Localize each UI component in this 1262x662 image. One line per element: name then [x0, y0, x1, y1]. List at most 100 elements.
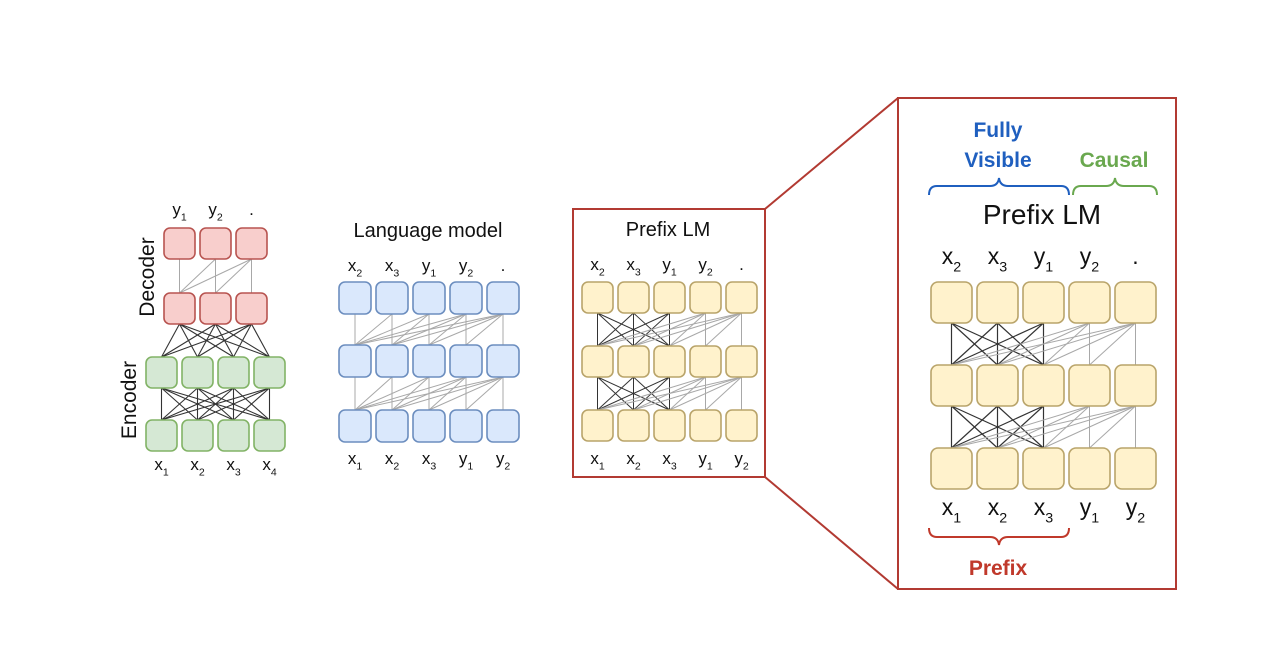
encoder-edge	[197, 387, 270, 421]
prefix-large-top-cell-4	[1068, 281, 1111, 324]
encoder-edge	[161, 387, 198, 421]
prefix-small-bottom-cell-5	[725, 409, 758, 442]
lm-bottom-cell-3	[412, 409, 446, 443]
encoder-input-label-3: x3	[226, 455, 241, 478]
lm-output-label-1: x2	[348, 256, 363, 279]
prefix-small-edge-upper	[597, 312, 742, 347]
encoder-top-cell-2	[181, 356, 214, 389]
prefix-small-input-label-5: y2	[734, 449, 749, 472]
prefix-large-bottom-cell-3	[1022, 447, 1065, 490]
prefix-lm-large-title: Prefix LM	[983, 199, 1101, 230]
prefix-small-middle-cell-5	[725, 345, 758, 378]
decoder-top-cell-2	[199, 227, 232, 260]
prefix-large-bottom-cell-1	[930, 447, 973, 490]
encoder-input-label-2: x2	[190, 455, 205, 478]
prefix-small-edge-lower	[597, 376, 670, 411]
prefix-small-top-cell-1	[581, 281, 614, 314]
prefix-large-edge-lower	[951, 405, 1136, 449]
decoder-top-cell-3	[235, 227, 268, 260]
lm-edge-upper	[354, 313, 393, 346]
prefix-large-edge-upper	[1043, 322, 1136, 366]
encoder-input-label-1: x1	[154, 455, 169, 478]
lm-edge-lower	[465, 376, 504, 411]
prefix-small-edge-lower	[597, 376, 742, 411]
prefix-large-middle-cell-1	[930, 364, 973, 407]
lm-input-label-1: x1	[348, 449, 363, 472]
prefix-small-edge-lower	[633, 376, 742, 411]
prefix-small-edge-upper	[597, 312, 670, 347]
lm-top-cell-3	[412, 281, 446, 315]
decoder-edge	[215, 258, 252, 294]
prefix-small-edge-lower	[705, 376, 742, 411]
lm-input-label-3: x3	[422, 449, 437, 472]
prefix-large-edge-upper	[997, 322, 1136, 366]
prefix-large-input-label-3: x3	[1034, 494, 1054, 526]
encoder-bottom-cell-3	[217, 419, 250, 452]
lm-bottom-cell-2	[375, 409, 409, 443]
prefix-small-edge-upper	[669, 312, 742, 347]
prefix-small-edge-lower	[597, 376, 706, 411]
prefix-large-output-label-2: x3	[988, 243, 1008, 275]
lm-middle-cell-2	[375, 344, 409, 378]
lm-bottom-cell-5	[486, 409, 520, 443]
prefix-large-top-cell-3	[1022, 281, 1065, 324]
lm-edge-lower	[354, 376, 504, 411]
cross-attention-edge	[197, 323, 252, 358]
encoder-edge	[161, 387, 270, 421]
prefix-small-output-label-2: x3	[626, 255, 641, 278]
prefix-large-edge-upper	[951, 322, 1044, 366]
lm-bottom-cell-4	[449, 409, 483, 443]
lm-top-cell-4	[449, 281, 483, 315]
prefix-small-bottom-cell-4	[689, 409, 722, 442]
prefix-small-input-label-1: x1	[590, 449, 605, 472]
encoder-top-cell-1	[145, 356, 178, 389]
lm-top-cell-2	[375, 281, 409, 315]
prefix-large-input-label-5: y2	[1126, 494, 1146, 526]
prefix-large-top-cell-2	[976, 281, 1019, 324]
prefix-large-edge-lower	[951, 405, 1090, 449]
prefix-large-output-label-3: y1	[1034, 243, 1054, 275]
prefix-large-output-label-1: x2	[942, 243, 962, 275]
prefix-large-output-label-4: y2	[1080, 243, 1100, 275]
zoom-line-bottom	[764, 476, 899, 590]
lm-output-label-2: x3	[385, 256, 400, 279]
prefix-brace	[928, 527, 1070, 546]
encoder-title: Encoder	[118, 361, 141, 439]
lm-middle-cell-4	[449, 344, 483, 378]
decoder-bottom-cell-2	[199, 292, 232, 325]
cross-attention-edge	[251, 323, 270, 358]
lm-edge-upper	[428, 313, 504, 346]
prefix-lm-small-frame	[572, 208, 766, 478]
prefix-small-middle-cell-2	[617, 345, 650, 378]
lm-input-label-5: y2	[496, 449, 511, 472]
prefix-small-top-cell-2	[617, 281, 650, 314]
decoder-title: Decoder	[136, 237, 159, 316]
prefix-small-middle-cell-1	[581, 345, 614, 378]
encoder-bottom-cell-1	[145, 419, 178, 452]
prefix-large-edge-upper	[951, 322, 1090, 366]
prefix-label: Prefix	[969, 557, 1028, 580]
prefix-large-edge-lower	[951, 405, 1044, 449]
decoder-bottom-cell-3	[235, 292, 268, 325]
lm-edge-upper	[391, 313, 504, 346]
prefix-small-input-label-2: x2	[626, 449, 641, 472]
prefix-large-edge-lower	[951, 405, 998, 449]
prefix-small-top-cell-3	[653, 281, 686, 314]
prefix-small-top-cell-5	[725, 281, 758, 314]
encoder-bottom-cell-2	[181, 419, 214, 452]
language-model-connections	[354, 313, 504, 411]
fully-visible-label-line2: Visible	[964, 149, 1031, 172]
causal-brace	[1072, 177, 1158, 196]
prefix-large-output-label-5: .	[1132, 243, 1138, 269]
prefix-large-edge-lower	[997, 405, 1136, 449]
lm-edge-lower	[428, 376, 504, 411]
prefix-small-bottom-cell-2	[617, 409, 650, 442]
decoder-edge	[179, 258, 216, 294]
encoder-edge	[233, 387, 270, 421]
prefix-small-middle-cell-4	[689, 345, 722, 378]
lm-edge-lower	[354, 376, 467, 411]
